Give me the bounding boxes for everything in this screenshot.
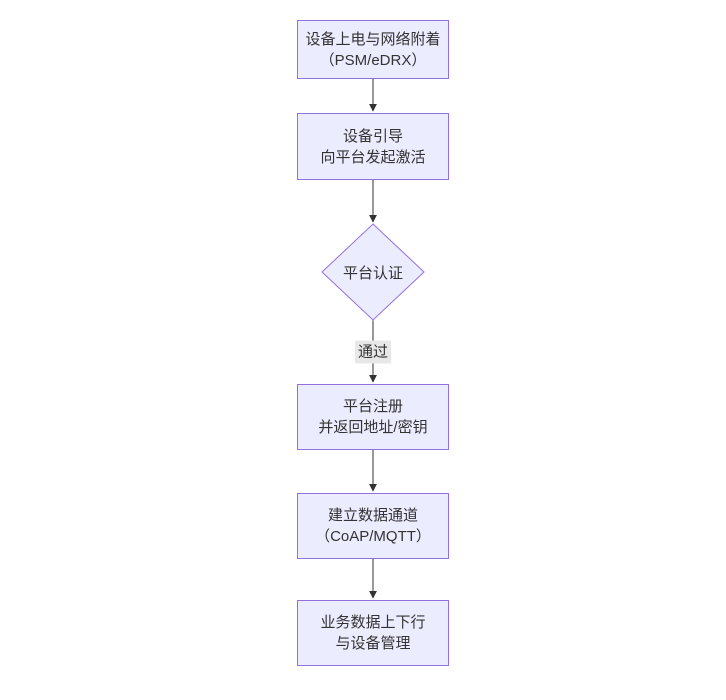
node-text-line: （CoAP/MQTT） [315,528,431,545]
node-text-line: 与设备管理 [335,635,411,652]
node-text-line: 设备上电与网络附着 [305,30,441,48]
node-text-line: （PSM/eDRX） [319,51,427,69]
node-text-line: 建立数据通道 [327,507,418,524]
node-text-line: 业务数据上下行 [320,614,426,631]
node-data-channel: 建立数据通道 （CoAP/MQTT） [297,493,449,559]
node-device-bootstrap: 设备引导 向平台发起激活 [297,113,449,180]
edge-label-pass: 通过 [354,340,392,364]
decision-diamond-platform-auth [321,223,425,321]
node-text-line: 平台注册 [342,398,403,415]
node-business-data: 业务数据上下行 与设备管理 [297,600,449,666]
node-power-on-network-attach: 设备上电与网络附着 （PSM/eDRX） [297,20,449,79]
node-text-line: 设备引导 [342,127,403,145]
node-text-line: 平台认证 [342,264,403,282]
node-platform-register: 平台注册 并返回地址/密钥 [297,384,449,450]
node-text-line: 并返回地址/密钥 [318,419,428,436]
node-text-line: 向平台发起激活 [320,148,426,166]
node-platform-auth-label: 平台认证 [322,224,424,320]
